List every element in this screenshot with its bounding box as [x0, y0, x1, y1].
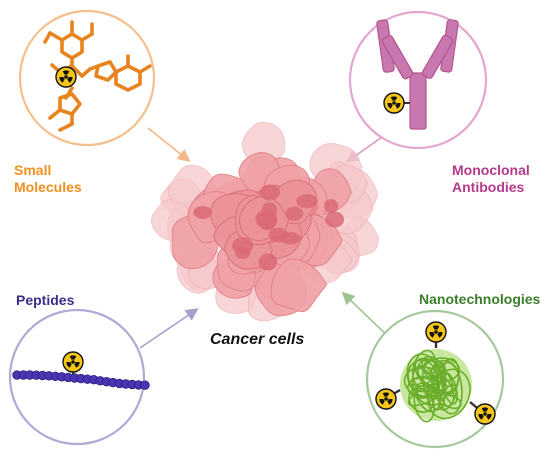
label-small-molecules: Small Molecules [14, 162, 82, 196]
radioactive-icon [375, 388, 397, 410]
label-monoclonal-antibodies-line2: Antibodies [452, 179, 525, 195]
nanotechnologies-panel [365, 309, 505, 449]
cell-nucleus [235, 246, 251, 260]
radioactive-icon [474, 403, 496, 425]
cell-nucleus [280, 232, 301, 245]
arrow-peptides [139, 308, 199, 349]
nanoparticle-icon [400, 349, 472, 423]
label-peptides: Peptides [16, 292, 75, 308]
label-nanotechnologies: Nanotechnologies [419, 291, 541, 307]
nanoparticle-strand [407, 382, 448, 407]
nanoparticle-strand [427, 368, 471, 420]
nanoparticle-strand [411, 377, 445, 392]
cancer-cells-icon [150, 121, 380, 322]
label-cancer-cells: Cancer cells [210, 331, 305, 348]
label-small-molecules-line2: Molecules [14, 179, 82, 195]
peptide-chain-icon [12, 370, 150, 390]
radioactive-icon [383, 92, 405, 114]
label-small-molecules-line1: Small [14, 162, 52, 178]
radioactive-icon [55, 66, 77, 88]
label-monoclonal-antibodies-line1: Monoclonal [452, 162, 530, 178]
cancer-cell [270, 258, 328, 313]
label-monoclonal-antibodies: Monoclonal Antibodies [452, 162, 530, 196]
cell-nucleus [285, 206, 304, 221]
cell-nucleus [296, 194, 318, 209]
radioactive-icon [62, 351, 84, 373]
cancer-cell [242, 121, 286, 163]
nanoparticle-strand [438, 384, 457, 411]
peptides-panel [8, 308, 150, 446]
cell-nucleus [324, 199, 339, 213]
radioactive-icon [425, 321, 447, 343]
monoclonal-antibodies-panel [348, 10, 488, 150]
nanoparticle-strand [412, 349, 437, 387]
cell-nucleus [325, 211, 345, 228]
nanoparticle-strand [415, 385, 442, 406]
cell-nucleus [259, 184, 280, 201]
peptide-bead [140, 380, 150, 390]
arrow-small-molecules [147, 127, 191, 162]
antibody-icon [376, 19, 459, 130]
cell-nucleus [257, 211, 277, 231]
nanoparticle-strand [421, 355, 445, 379]
small-molecules-panel [18, 9, 156, 147]
cell-nucleus [193, 206, 212, 219]
cell-nucleus [258, 253, 278, 271]
